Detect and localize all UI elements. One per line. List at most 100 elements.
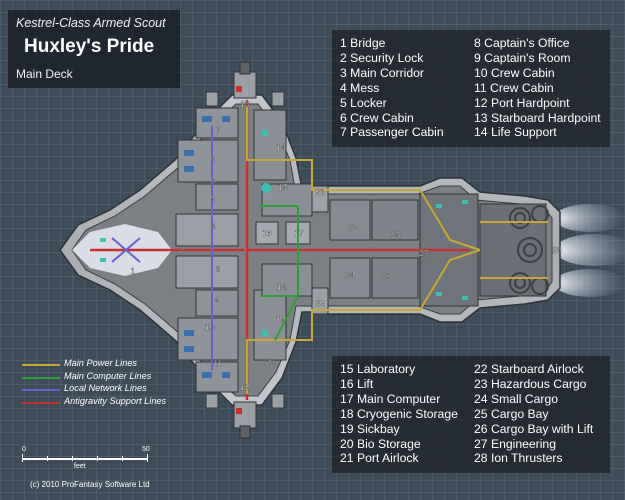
scale-tick [47,456,48,461]
scale-bar: 0 50 feet [22,446,152,476]
scale-tick [147,454,148,462]
key-item: 20 Bio Storage [340,436,421,451]
key-item: 10 Crew Cabin [474,65,555,80]
thruster-plume-top [554,204,625,232]
key-item: 13 Starboard Hardpoint [474,110,601,125]
scale-line [22,458,148,460]
room-label: 24 [345,270,355,280]
cabin-beds [184,116,230,378]
room-cabin-upper [177,139,239,183]
room-label: 11 [213,358,222,368]
local-network-lines [111,126,213,370]
key-item: 9 Captain's Room [474,50,571,65]
room-label: 15 [278,182,288,192]
port-hardpoint [233,401,257,439]
key-item: 14 Life Support [474,125,557,140]
room-label: 14 [276,142,286,152]
scale-max: 50 [142,446,150,453]
room-key-top-right: 8 Captain's Office 9 Captain's Room 10 C… [474,36,601,140]
room-label: 10 [205,322,215,332]
room-label: 17 [294,228,304,238]
room-key-bottom: 15 Laboratory 16 Lift 17 Main Computer 1… [332,356,610,473]
room-label: 20 [265,356,275,366]
room-mess [175,213,239,247]
key-item: 11 Crew Cabin [474,80,554,95]
room-label: 3 [242,245,247,255]
legend-label: Antigravity Support Lines [64,396,167,407]
deck-name: Main Deck [16,67,73,81]
room-label: 8 [216,264,221,274]
key-item: 21 Port Airlock [340,451,419,466]
room-label: 16 [262,228,272,238]
key-item: 1 Bridge [340,36,386,50]
scale-tick [22,454,23,462]
room-label: 4 [211,221,216,231]
room-label: 22 [315,298,325,308]
key-item: 4 Mess [340,80,380,95]
room-label: 25 [391,230,401,240]
key-item: 3 Main Corridor [340,65,424,80]
main-computer-lines [260,205,299,341]
key-item: 22 Starboard Airlock [474,362,584,376]
wing-pods [205,91,285,409]
key-item: 6 Crew Cabin [340,110,414,125]
room-cryo [261,263,313,297]
key-item: 15 Laboratory [340,362,416,376]
key-item: 12 Port Hardpoint [474,95,570,110]
room-key-bottom-right: 22 Starboard Airlock 23 Hazardous Cargo … [474,362,593,466]
room-label: 23 [347,222,357,232]
thruster-plume-mid [555,234,625,266]
room-label: 7 [216,125,221,135]
room-cabin-upper-right [195,107,239,139]
copyright-text: (c) 2010 ProFantasy Software Ltd [30,480,150,489]
room-key-top-left: 1 Bridge 2 Security Lock 3 Main Corridor… [340,36,444,140]
room-life-support [253,109,287,181]
legend-label: Local Network Lines [64,383,147,394]
key-item: 19 Sickbay [340,421,400,436]
room-cargo-lift [371,257,419,299]
room-cargo-bay [371,199,419,241]
scale-unit: feet [74,463,86,470]
room-label: 5 [211,194,216,204]
scale-tick [97,456,98,461]
scale-min: 0 [22,446,26,453]
room-key-top: 1 Bridge 2 Security Lock 3 Main Corridor… [332,30,610,147]
room-port-airlock [311,185,329,213]
legend-label: Main Power Lines [64,358,138,368]
lab-equipment [100,130,271,336]
scale-tick [122,456,123,461]
room-label: 18 [277,282,287,292]
legend-swatch-antigravity [22,402,60,405]
room-sickbay [253,289,287,361]
key-item: 16 Lift [340,376,374,391]
room-label: 28 [552,245,562,255]
starboard-hardpoint [233,61,257,99]
key-item: 25 Cargo Bay [474,406,549,421]
room-label: 13 [240,99,250,109]
room-cabin-lower [177,317,239,361]
key-item: 8 Captain's Office [474,36,570,50]
room-office [195,289,239,317]
room-key-bottom-left: 15 Laboratory 16 Lift 17 Main Computer 1… [340,362,458,466]
room-locker [195,183,239,211]
key-item: 24 Small Cargo [474,391,558,406]
room-label: 19 [276,314,286,324]
room-label: 6 [211,154,216,164]
key-item: 23 Hazardous Cargo [474,376,587,391]
key-item: 7 Passenger Cabin [340,125,444,140]
legend-swatch-computer [22,376,60,379]
room-starboard-airlock [311,287,329,315]
ship-class: Kestrel-Class Armed Scout [16,16,166,30]
room-small-cargo [329,257,371,299]
ship-name: Huxley's Pride [24,36,155,57]
room-label: 12 [240,382,250,392]
room-label: 2 [179,245,184,255]
legend-swatch-network [22,389,60,392]
key-item: 5 Locker [340,95,387,110]
title-panel: Kestrel-Class Armed Scout Huxley's Pride… [8,10,180,88]
room-label: 9 [215,294,220,304]
room-captain [175,255,239,289]
key-item: 26 Cargo Bay with Lift [474,421,594,436]
legend-swatch-power [22,364,60,366]
